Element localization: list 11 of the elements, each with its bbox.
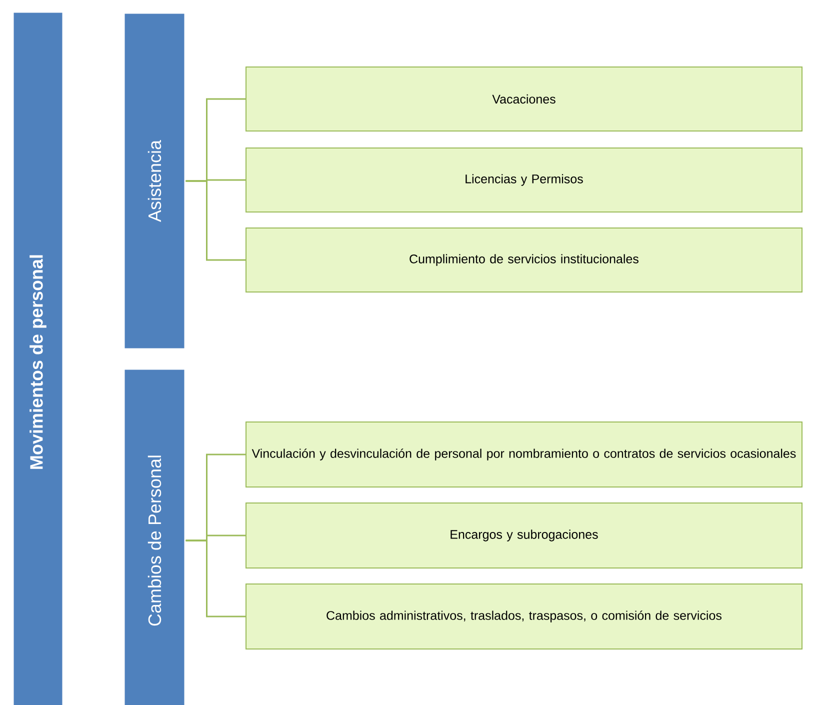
item-box: Vinculación y desvinculación de personal por nombramiento o contratos de servicios ocasionales	[246, 422, 802, 488]
item-box: Cumplimiento de servicios institucionales	[246, 228, 802, 292]
item-box: Licencias y Permisos	[246, 148, 802, 212]
connector-line	[186, 180, 246, 261]
item-box: Vacaciones	[246, 66, 802, 132]
category-bar: Asistencia	[123, 12, 186, 350]
item-box: Encargos y subrogaciones	[246, 502, 802, 568]
item-box: Cambios administrativos, traslados, traspasos, o comisión de servicios	[246, 584, 802, 650]
category-bar: Movimientos de personal	[12, 11, 64, 705]
connector-line	[186, 540, 246, 618]
category-bar: Cambios de Personal	[123, 368, 186, 705]
